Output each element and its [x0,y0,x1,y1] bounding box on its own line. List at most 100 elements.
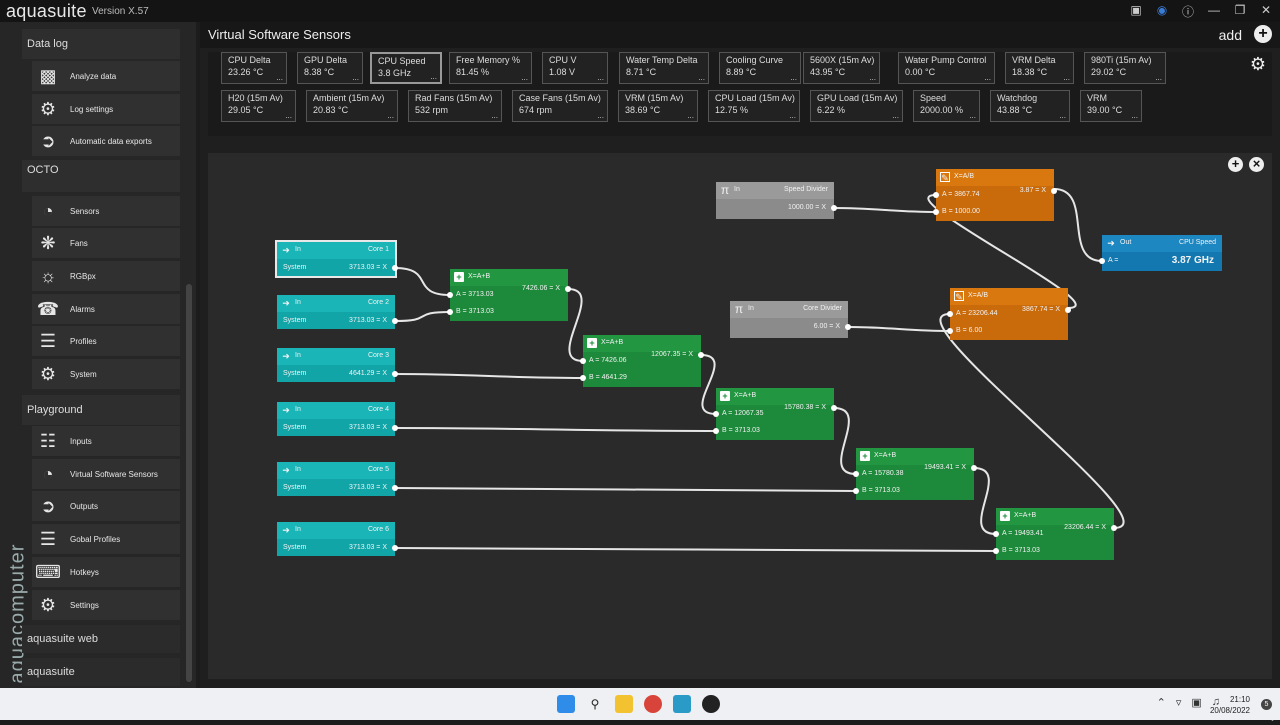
output-port[interactable] [565,286,571,292]
sensor-tile[interactable]: GPU Load (15m Av)6.22 %... [810,90,903,122]
sidebar-aquasuite[interactable]: aquasuite [22,658,180,686]
more-options-icon[interactable]: ... [869,73,876,82]
sidebar-item-outputs[interactable]: ➲Outputs [32,491,180,521]
sidebar-item-rgbpx[interactable]: ☼RGBpx [32,261,180,291]
output-port[interactable] [1111,525,1117,531]
more-options-icon[interactable]: ... [1063,73,1070,82]
section-data-log[interactable]: Data log [22,29,180,59]
sensor-tile[interactable]: VRM (15m Av)38.69 °C... [618,90,698,122]
chevron-up-icon[interactable]: ⌃ [1156,697,1166,709]
output-port[interactable] [392,371,398,377]
volume-icon[interactable]: ♫ [1211,696,1220,708]
search-icon[interactable]: ⚲ [590,697,600,711]
add-icon[interactable]: + [1254,25,1272,43]
input-port-a[interactable] [853,471,859,477]
more-options-icon[interactable]: ... [969,111,976,120]
more-options-icon[interactable]: ... [276,73,283,82]
microphone-icon[interactable]: ▿ [1175,697,1182,709]
more-options-icon[interactable]: ... [597,73,604,82]
output-port[interactable] [392,545,398,551]
add-node-icon[interactable]: + [1228,157,1243,172]
input-port-b[interactable] [933,209,939,215]
more-options-icon[interactable]: ... [1059,111,1066,120]
close-icon[interactable]: ✕ [1260,3,1272,17]
more-options-icon[interactable]: ... [352,73,359,82]
output-port[interactable] [1051,188,1057,194]
sensor-tile[interactable]: Free Memory %81.45 %... [449,52,532,84]
output-port[interactable] [392,318,398,324]
more-options-icon[interactable]: ... [430,72,437,81]
input-port-a[interactable] [947,311,953,317]
notification-badge[interactable]: 5 [1261,699,1272,710]
sidebar-aquasuite-web[interactable]: aquasuite web [22,625,180,653]
chrome-icon[interactable] [644,695,662,713]
input-port-b[interactable] [713,428,719,434]
more-options-icon[interactable]: ... [687,111,694,120]
input-port-b[interactable] [947,328,953,334]
add-label[interactable]: add [1218,27,1242,43]
sensor-tile[interactable]: Rad Fans (15m Av)532 rpm... [408,90,502,122]
sensor-tile[interactable]: Ambient (15m Av)20.83 °C... [306,90,398,122]
sensor-tile[interactable]: 5600X (15m Av)43.95 °C... [803,52,880,84]
sidebar-item-automatic-data-exports[interactable]: ➲Automatic data exports [32,126,180,156]
output-port[interactable] [392,425,398,431]
sidebar-item-hotkeys[interactable]: ⌨Hotkeys [32,557,180,587]
sidebar-item-system[interactable]: ⚙System [32,359,180,389]
sidebar-scrollbar[interactable] [186,284,192,682]
output-port[interactable] [698,352,704,358]
input-port-b[interactable] [993,548,999,554]
output-port[interactable] [831,405,837,411]
app-icon[interactable] [702,695,720,713]
output-port[interactable] [392,265,398,271]
input-port-a[interactable] [1099,258,1105,264]
input-port-b[interactable] [853,488,859,494]
input-port-b[interactable] [580,375,586,381]
aquasuite-taskbar-icon[interactable] [673,695,691,713]
input-port-a[interactable] [933,192,939,198]
section-playground[interactable]: Playground [22,395,180,425]
info-icon[interactable]: ⓘ [1181,5,1194,19]
more-options-icon[interactable]: ... [387,111,394,120]
output-port[interactable] [845,324,851,330]
stack-icon[interactable]: ◉ [1156,3,1168,17]
sidebar-item-analyze-data[interactable]: ▩Analyze data [32,61,180,91]
file-explorer-icon[interactable] [615,695,633,713]
network-icon[interactable]: ▣ [1191,697,1202,709]
sensor-tile[interactable]: 980Ti (15m Av)29.02 °C... [1084,52,1166,84]
sensor-tile[interactable]: Case Fans (15m Av)674 rpm... [512,90,608,122]
sidebar-item-sensors[interactable]: ◔Sensors [32,196,180,226]
sidebar-item-fans[interactable]: ❋Fans [32,228,180,258]
clock[interactable]: 21:10 20/08/2022 [1209,695,1250,715]
more-options-icon[interactable]: ... [892,111,899,120]
sidebar-item-virtual-software-sensors[interactable]: ◔Virtual Software Sensors [32,459,180,489]
input-port-b[interactable] [447,309,453,315]
minimize-icon[interactable]: — [1208,3,1220,17]
more-options-icon[interactable]: ... [698,73,705,82]
input-port-a[interactable] [713,411,719,417]
camera-icon[interactable]: ▣ [1130,3,1142,17]
sidebar-item-profiles[interactable]: ☰Profiles [32,326,180,356]
windows-start-icon[interactable] [557,695,575,713]
